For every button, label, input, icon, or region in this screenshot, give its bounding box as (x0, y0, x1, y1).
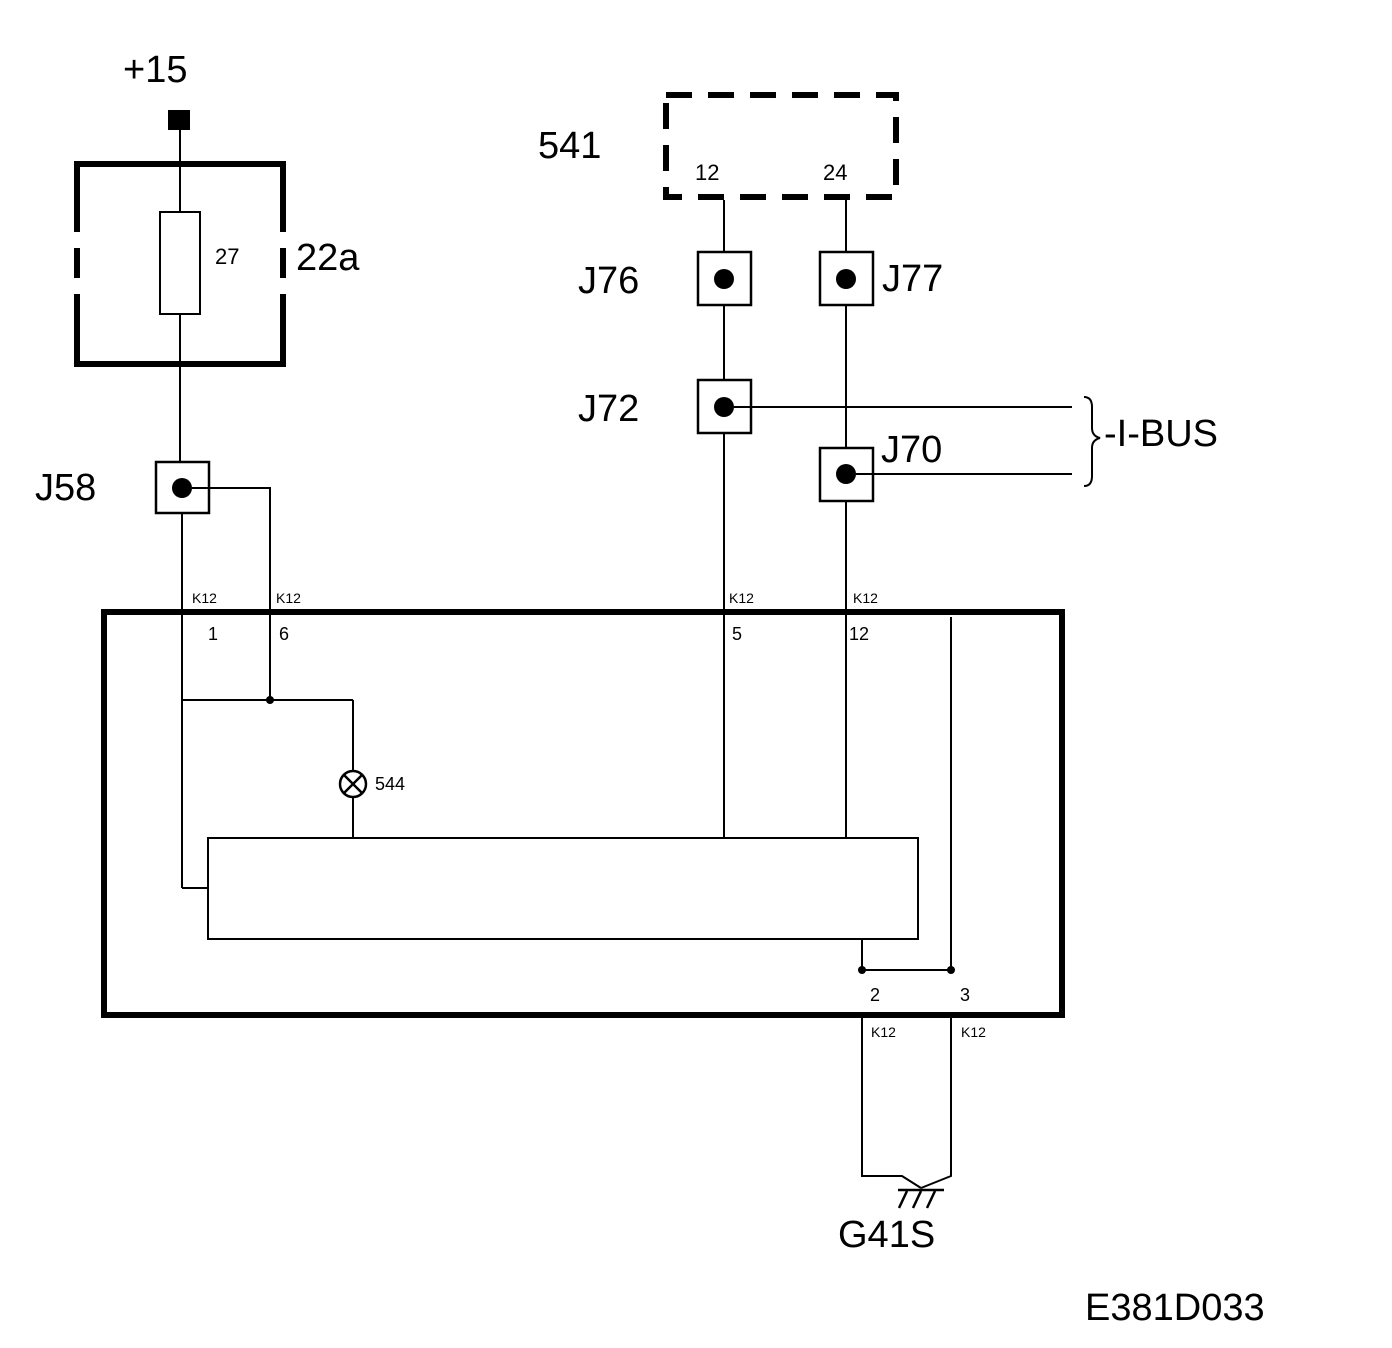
module-541-label: 541 (538, 125, 601, 167)
fuse-box-label: 22a (296, 237, 360, 279)
lamp-544-label: 544 (375, 774, 405, 794)
splice-j72-label: J72 (578, 388, 639, 430)
wire-pin2-to-ground (861, 1015, 922, 1189)
supply-label: +15 (123, 49, 187, 91)
pin-3-label: 3 (960, 985, 970, 1005)
diagram-id-label: E381D033 (1085, 1287, 1265, 1329)
connector-code-pin5: K12 (729, 590, 754, 606)
splice-j72-dot (714, 397, 734, 417)
module-pin-left-label: 12 (695, 160, 719, 185)
connector-code-pin1: K12 (192, 590, 217, 606)
fuse-number-label: 27 (215, 244, 239, 269)
pin-5-label: 5 (732, 624, 742, 644)
ground-junction-right (947, 966, 955, 974)
wire-j58-to-pin6 (192, 487, 271, 612)
ground-label: G41S (838, 1214, 935, 1256)
ground-junction-left (858, 966, 866, 974)
internal-junction (266, 696, 274, 704)
ground-icon (897, 1188, 944, 1209)
supply-terminal (168, 110, 190, 130)
internal-control-block (207, 837, 919, 940)
connector-code-pin6: K12 (276, 590, 301, 606)
connector-code-pin3: K12 (961, 1024, 986, 1040)
ibus-label: -I-BUS (1104, 413, 1218, 455)
fuse-symbol (159, 211, 201, 315)
module-541-box (663, 92, 899, 200)
splice-j76-label: J76 (578, 260, 639, 302)
ibus-brace (1083, 396, 1101, 487)
splice-j77-dot (836, 269, 856, 289)
pin-2-label: 2 (870, 985, 880, 1005)
pin-1-label: 1 (208, 624, 218, 644)
splice-j76-dot (714, 269, 734, 289)
wire-pin3-to-ground (920, 1015, 952, 1189)
pin-12-label: 12 (849, 624, 869, 644)
splice-j58-label: J58 (35, 467, 96, 509)
module-pin-right-label: 24 (823, 160, 847, 185)
splice-j70-label: J70 (881, 429, 942, 471)
splice-j77-label: J77 (882, 258, 943, 300)
splice-j70-dot (836, 464, 856, 484)
connector-code-pin12: K12 (853, 590, 878, 606)
main-unit-box (101, 609, 1065, 1018)
pin-6-label: 6 (279, 624, 289, 644)
connector-code-pin2: K12 (871, 1024, 896, 1040)
splice-j58-dot (172, 478, 192, 498)
fuse-box-22a (74, 161, 286, 367)
lamp-544-icon (338, 769, 368, 799)
